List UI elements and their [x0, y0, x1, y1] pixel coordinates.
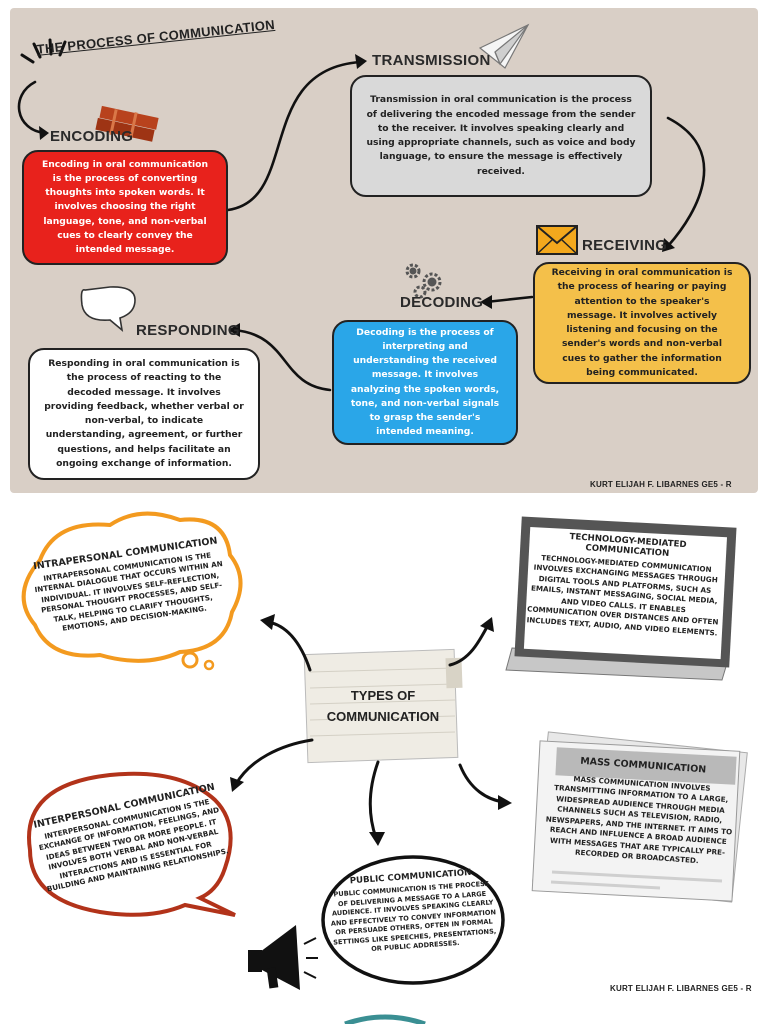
- arrow-receiving-to-decoding: [484, 295, 534, 304]
- arrow-transmission-to-receiving: [666, 116, 706, 248]
- arrow-title-to-encoding: [17, 80, 47, 135]
- process-decorations: [17, 23, 706, 392]
- responding-box: Responding in oral communication is the …: [28, 348, 260, 480]
- paper-plane-icon: [478, 23, 530, 69]
- transmission-text: Transmission in oral communication is th…: [366, 94, 636, 177]
- encoding-text: Encoding in oral communication is the pr…: [41, 158, 209, 256]
- transmission-box: Transmission in oral communication is th…: [350, 75, 652, 197]
- responding-label: RESPONDING: [136, 322, 240, 339]
- public-oval: [321, 855, 505, 985]
- laptop-icon: [505, 516, 737, 681]
- megaphone-icon: [248, 925, 318, 990]
- receiving-box: Receiving in oral communication is the p…: [533, 262, 751, 384]
- process-credit: KURT ELIJAH F. LIBARNES GE5 - R: [590, 480, 732, 489]
- burst-marks: [20, 38, 67, 64]
- envelope-icon: [536, 225, 578, 255]
- types-center-label: TYPES OF COMMUNICATION: [318, 686, 448, 728]
- responding-text: Responding in oral communication is the …: [44, 358, 244, 469]
- center-line2: COMMUNICATION: [326, 708, 440, 724]
- arrow-to-public: [368, 760, 380, 840]
- center-line1: TYPES OF: [350, 688, 416, 703]
- receiving-text: Receiving in oral communication is the p…: [551, 267, 733, 378]
- arrow-decoding-to-responding: [232, 328, 332, 392]
- decoding-box: Decoding is the process of interpreting …: [332, 320, 518, 445]
- brick-icon: [95, 105, 159, 142]
- transmission-label: TRANSMISSION: [372, 52, 491, 69]
- intrapersonal-cloud: [21, 511, 243, 663]
- arrow-to-interpersonal: [234, 738, 314, 786]
- notepad-icon: [303, 648, 463, 764]
- types-credit: KURT ELIJAH F. LIBARNES GE5 - R: [610, 984, 752, 993]
- decoding-text: Decoding is the process of interpreting …: [350, 326, 500, 438]
- gears-icon: [405, 263, 442, 299]
- encoding-box: Encoding in oral communication is the pr…: [22, 150, 228, 265]
- receiving-label: RECEIVING: [582, 237, 668, 254]
- interpersonal-bubble: [27, 771, 236, 917]
- arrow-encoding-to-transmission: [226, 60, 362, 212]
- newspaper-icon: [531, 731, 748, 903]
- arrow-to-technology: [448, 623, 490, 667]
- speech-bubble-icon: [80, 286, 136, 332]
- encoding-label: ENCODING: [50, 128, 134, 145]
- decoding-label: DECODING: [400, 294, 484, 311]
